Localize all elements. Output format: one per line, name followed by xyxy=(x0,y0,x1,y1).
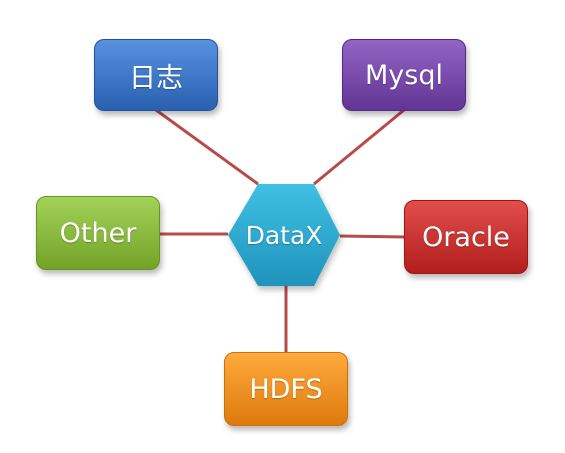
node-mysql-label: Mysql xyxy=(365,59,443,91)
hub-hexagon xyxy=(228,184,340,286)
node-log: 日志 xyxy=(94,39,218,111)
hub-label: DataX xyxy=(245,220,323,250)
node-log-label: 日志 xyxy=(129,62,183,94)
node-oracle: Oracle xyxy=(404,200,528,274)
node-mysql: Mysql xyxy=(342,39,466,111)
node-oracle-label: Oracle xyxy=(422,221,510,253)
edge-mysql xyxy=(313,108,405,186)
node-other: Other xyxy=(36,196,160,270)
edge-oracle xyxy=(339,234,405,239)
node-other-label: Other xyxy=(59,217,137,249)
node-hdfs: HDFS xyxy=(224,352,348,426)
edge-log xyxy=(155,108,259,186)
node-hdfs-label: HDFS xyxy=(249,373,323,405)
